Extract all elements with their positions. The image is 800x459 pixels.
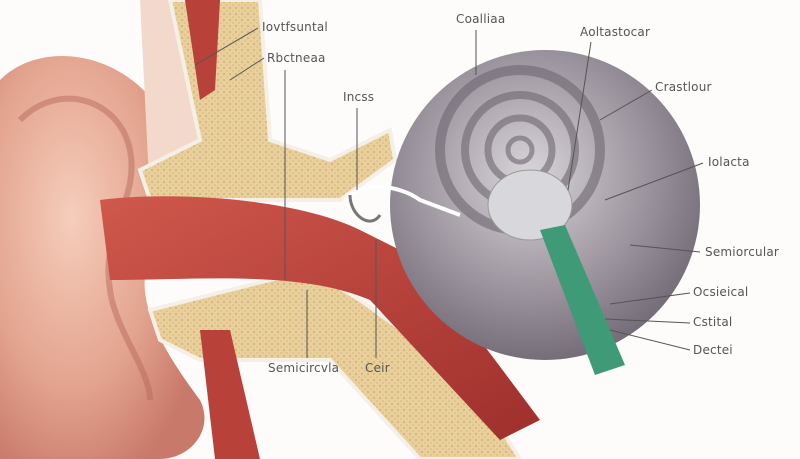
ear-canal [100,196,540,440]
bone-structure [137,0,523,459]
label-11: Dectei [693,343,733,357]
label-10: Cstital [693,315,733,329]
label-6: Crastlour [655,80,712,94]
cochlea [343,50,700,375]
leader-lines [194,27,704,358]
label-7: Iolacta [708,155,750,169]
label-13: Ceir [365,361,390,375]
label-1: Iovtfsuntal [262,20,328,34]
label-8: Semiorcular [705,245,780,259]
label-4: Coalliaa [456,12,506,26]
label-9: Ocsieical [693,285,749,299]
label-3: Incss [343,90,375,104]
label-5: Aoltastocar [580,25,651,39]
label-12: Semicircvla [268,361,340,375]
label-2: Rbctneaa [267,51,326,65]
